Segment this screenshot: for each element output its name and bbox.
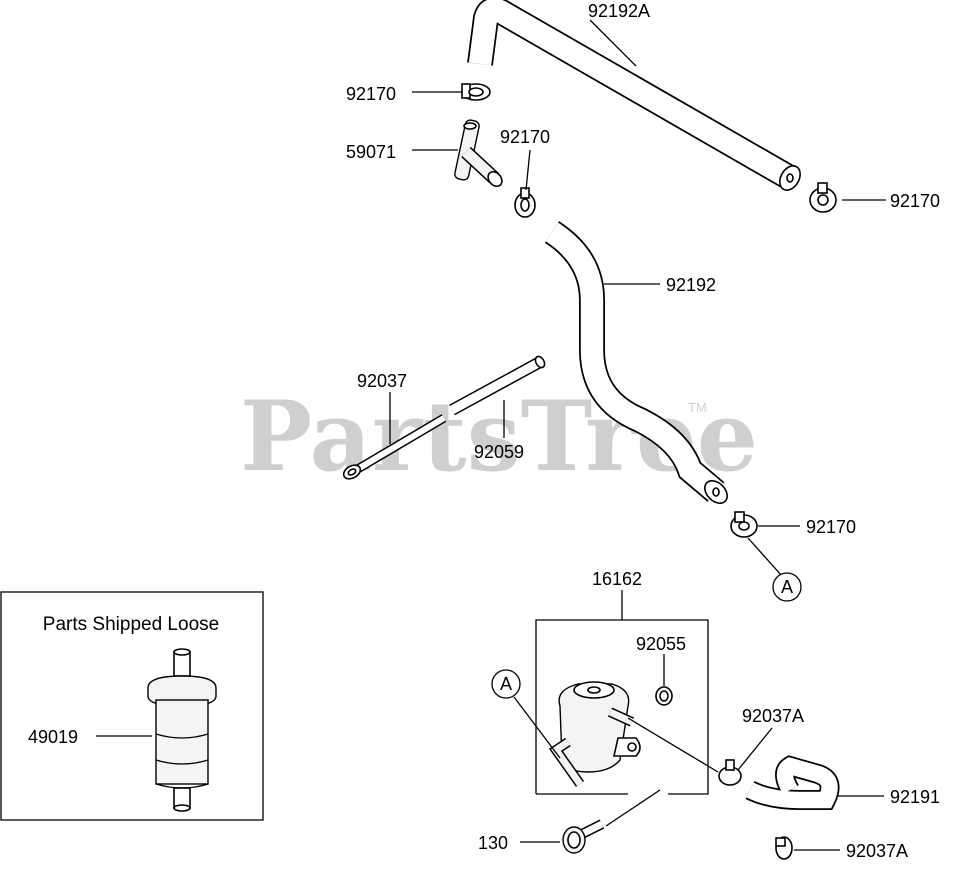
pipe-92059[interactable] [449, 355, 546, 416]
loose-box-title: Parts Shipped Loose [43, 614, 219, 635]
clamp-92170-upper-left[interactable] [461, 83, 491, 101]
label-59071: 59071 [346, 142, 396, 162]
label-92170-lower: 92170 [806, 517, 856, 537]
label-130: 130 [478, 833, 508, 853]
ref-a-upper: A [747, 537, 802, 602]
oring-92055[interactable] [655, 686, 673, 706]
label-92192A: 92192A [588, 1, 650, 21]
label-92192: 92192 [666, 275, 716, 295]
fitting-59071[interactable] [454, 119, 505, 189]
fuel-pump-16162[interactable] [548, 681, 641, 787]
hose-92191[interactable] [745, 755, 840, 810]
label-92170-upper-left: 92170 [346, 84, 396, 104]
ref-a-lower-label: A [500, 674, 512, 694]
clamp-92170-upper-right[interactable] [809, 182, 837, 213]
clamp-92037A-pump[interactable] [718, 759, 742, 786]
label-16162: 16162 [592, 569, 642, 589]
leader-lines [389, 19, 886, 851]
label-92059: 92059 [474, 442, 524, 462]
pipe-92037[interactable] [341, 414, 447, 482]
callout-labels: 92192A 92170 59071 92170 92170 92192 920… [346, 1, 940, 861]
label-92037: 92037 [357, 371, 407, 391]
parts-shipped-loose-box: Parts Shipped Loose 49019 [0, 591, 264, 821]
hose-92192[interactable] [544, 221, 732, 508]
clamp-92037A-bottom[interactable] [775, 836, 793, 860]
label-92037A-bottom: 92037A [846, 841, 908, 861]
watermark-trademark: TM [688, 400, 707, 415]
ref-a-lower: A [491, 669, 561, 759]
label-49019: 49019 [28, 727, 78, 747]
label-92037A-pump: 92037A [742, 706, 804, 726]
label-92170-upper-right: 92170 [890, 191, 940, 211]
label-92191: 92191 [890, 787, 940, 807]
clamp-92170-lower[interactable] [730, 511, 758, 538]
clamp-92170-mid[interactable] [514, 187, 536, 218]
fuel-filter-49019[interactable] [147, 648, 217, 812]
label-92055: 92055 [636, 634, 686, 654]
bolt-130[interactable] [562, 819, 605, 854]
ref-a-upper-label: A [781, 577, 793, 597]
label-92170-mid: 92170 [500, 127, 550, 147]
pump-bracket [535, 590, 709, 795]
hose-92192A[interactable] [467, 0, 804, 194]
